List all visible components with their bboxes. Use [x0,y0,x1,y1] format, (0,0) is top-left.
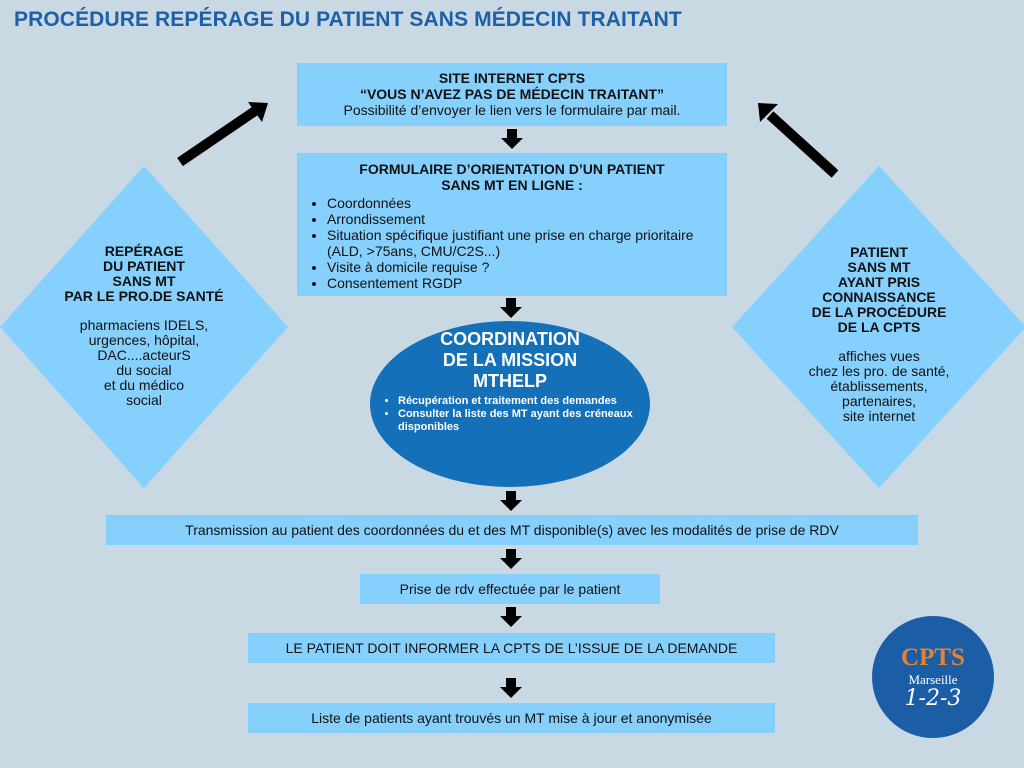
right-body: partenaires, [842,393,916,409]
right-heading: PATIENT [850,244,908,260]
coordination-heading-1: COORDINATION [440,329,580,349]
right-body: chez les pro. de santé, [808,363,950,379]
list-item: Consulter la liste des MT ayant des crén… [398,408,650,434]
form-box: FORMULAIRE D’ORIENTATION D’UN PATIENT SA… [297,153,727,296]
site-box-line2: “VOUS N’AVEZ PAS DE MÉDECIN TRAITANT” [359,86,665,102]
list-item: Situation spécifique justifiant une pris… [327,227,727,259]
right-body: site internet [842,408,916,424]
step-informer-cpts: LE PATIENT DOIT INFORMER LA CPTS DE L’IS… [248,633,775,663]
left-heading: SANS MT [112,273,176,289]
right-diamond-text: PATIENT SANS MT AYANT PRIS CONNAISSANCE … [732,245,1024,424]
form-items-list: Coordonnées Arrondissement Situation spé… [297,195,727,291]
coordination-items-list: Récupération et traitement des demandes … [370,395,650,434]
left-heading: REPÉRAGE [104,243,184,259]
step-prise-rdv: Prise de rdv effectuée par le patient [360,574,660,604]
page-title: PROCÉDURE REPÉRAGE DU PATIENT SANS MÉDEC… [14,8,682,31]
left-diamond-text: REPÉRAGE DU PATIENT SANS MT PAR LE PRO.D… [0,244,288,408]
site-internet-box: SITE INTERNET CPTS “VOUS N’AVEZ PAS DE M… [297,63,727,126]
logo-marseille: Marseille [908,672,958,687]
left-heading: DU PATIENT [103,258,185,274]
site-box-line3: Possibilité d’envoyer le lien vers le fo… [343,102,681,118]
left-body: social [126,392,162,408]
right-diamond: PATIENT SANS MT AYANT PRIS CONNAISSANCE … [732,166,1024,488]
coordination-heading-2: DE LA MISSION [442,350,578,370]
list-item: Récupération et traitement des demandes [398,395,650,408]
form-heading-line2: SANS MT EN LIGNE : [441,177,583,193]
right-body: établissements, [830,378,928,394]
cpts-logo: CPTS Marseille 1-2-3 [872,616,994,738]
arrow-up-left-icon [758,103,839,178]
list-item: Consentement RGDP [327,275,727,291]
coordination-oval: COORDINATION DE LA MISSION MTHELP Récupé… [370,321,650,487]
left-diamond: REPÉRAGE DU PATIENT SANS MT PAR LE PRO.D… [0,166,288,488]
logo-numbers: 1-2-3 [904,686,962,711]
site-box-line1: SITE INTERNET CPTS [438,70,586,86]
right-heading: CONNAISSANCE [822,289,936,305]
arrow-up-right-icon [177,102,268,167]
left-body: DAC....acteurS [97,347,191,363]
right-heading: DE LA PROCÉDURE [811,304,947,320]
list-item: Coordonnées [327,195,727,211]
left-body: pharmaciens IDELS, [79,317,209,333]
right-heading: DE LA CPTS [837,319,921,335]
coordination-heading-3: MTHELP [473,371,547,391]
diamond-shape [732,166,1024,488]
list-item: Arrondissement [327,211,727,227]
form-heading-line1: FORMULAIRE D’ORIENTATION D’UN PATIENT [359,161,665,177]
diamond-shape [0,166,288,488]
left-heading: PAR LE PRO.DE SANTÉ [64,288,224,304]
logo-cpts: CPTS [901,644,965,671]
list-item: Visite à domicile requise ? [327,259,727,275]
right-heading: SANS MT [847,259,911,275]
left-body: urgences, hôpital, [88,332,200,348]
step-liste-patients: Liste de patients ayant trouvés un MT mi… [248,703,775,733]
left-body: et du médico [103,377,185,393]
step-transmission: Transmission au patient des coordonnées … [106,515,918,545]
right-body: affiches vues [838,348,920,364]
right-heading: AYANT PRIS [837,274,921,290]
left-body: du social [116,362,172,378]
